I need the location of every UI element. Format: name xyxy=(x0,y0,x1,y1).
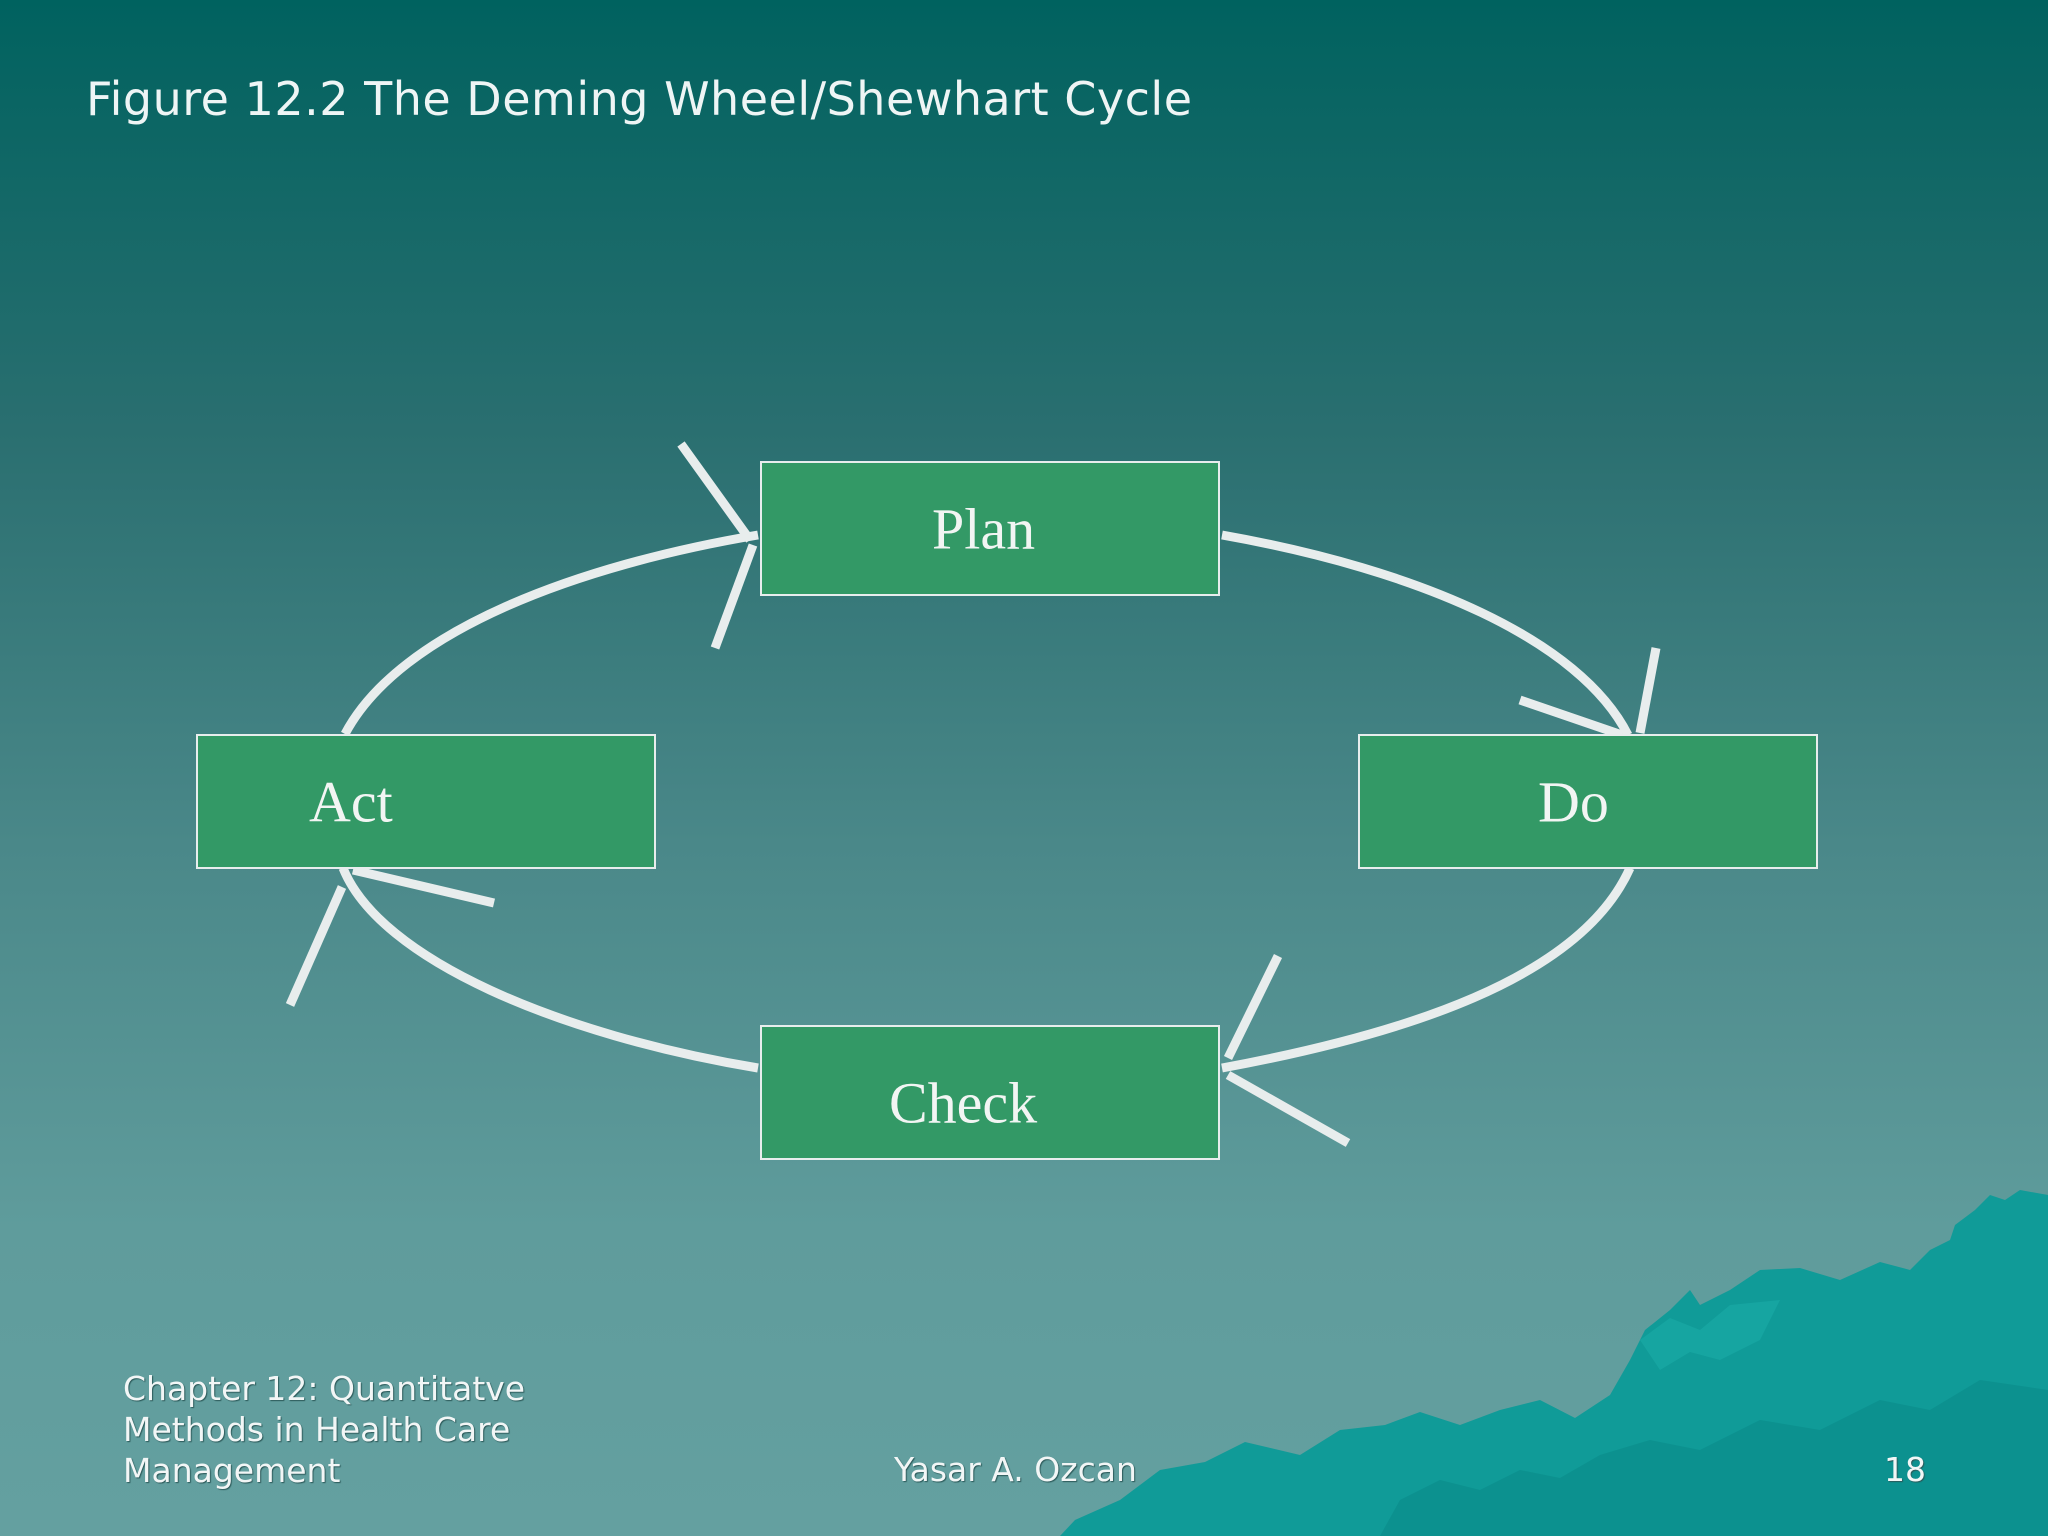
slide-title: Figure 12.2 The Deming Wheel/Shewhart Cy… xyxy=(86,72,1193,126)
footer-author: Yasar A. Ozcan xyxy=(894,1450,1137,1489)
check-box: Check xyxy=(760,1025,1220,1160)
page-number: 18 xyxy=(1884,1450,1926,1489)
arrow-do-to-check xyxy=(1221,866,1635,1073)
arrow-do-to-check-head-bottom xyxy=(1225,1071,1351,1147)
arrow-plan-to-do-head-right xyxy=(1635,647,1661,734)
arrow-check-to-act-head-right xyxy=(351,865,496,908)
do-box: Do xyxy=(1358,734,1818,869)
act-label: Act xyxy=(309,769,393,834)
plan-label: Plan xyxy=(932,496,1036,561)
arrow-act-to-plan xyxy=(341,530,759,737)
footer-chapter: Chapter 12: Quantitatve Methods in Healt… xyxy=(123,1369,526,1490)
arrow-plan-to-do xyxy=(1221,530,1633,738)
plan-box: Plan xyxy=(760,461,1220,596)
iceberg-highlight xyxy=(1640,1300,1780,1370)
check-label: Check xyxy=(889,1070,1038,1136)
iceberg-shade xyxy=(1380,1380,2048,1536)
do-label: Do xyxy=(1538,769,1609,834)
arrow-check-to-act xyxy=(338,866,759,1073)
arrow-act-to-plan-head-bottom xyxy=(710,543,758,650)
arrow-do-to-check-head-top xyxy=(1223,954,1283,1060)
arrow-act-to-plan-head-top xyxy=(677,441,754,543)
arrow-plan-to-do-head-left xyxy=(1518,695,1624,740)
act-box: Act xyxy=(196,734,656,869)
arrow-check-to-act-head-bottom xyxy=(285,885,347,1007)
